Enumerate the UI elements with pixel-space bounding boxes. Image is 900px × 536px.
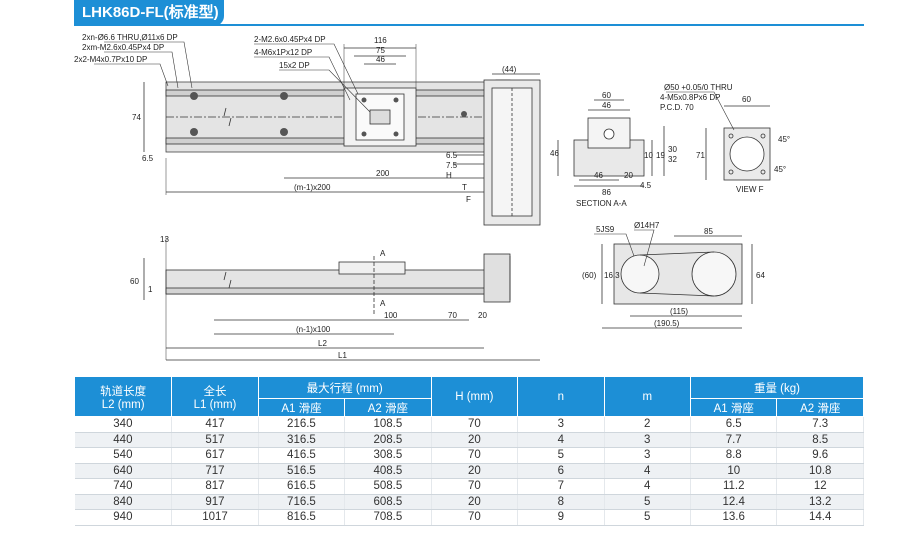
vf-callout-bore: Ø50 +0.05/0 THRU xyxy=(664,83,733,92)
callout-m26: 2xm-M2.6x0.45Px4 DP xyxy=(82,43,164,52)
dim-74: 74 xyxy=(132,113,141,122)
sec-b20: 20 xyxy=(624,171,633,180)
ev-callout-key: 5JS9 xyxy=(596,225,615,234)
col-stroke: 最大行程 (mm) xyxy=(257,376,432,399)
sec-w46: 46 xyxy=(602,101,611,110)
sec-r19: 19 xyxy=(656,151,665,160)
side-l2: L2 xyxy=(318,339,327,348)
side-d70: 70 xyxy=(448,311,457,320)
side-dn: (n-1)x100 xyxy=(296,325,331,334)
col-weight: 重量 (kg) xyxy=(689,376,865,399)
col-weight-a1: A1 滑座 xyxy=(689,398,778,417)
col-h: H (mm) xyxy=(430,376,519,417)
sec-b45: 4.5 xyxy=(640,181,652,190)
side-sec-a-top: A xyxy=(380,249,386,258)
technical-drawing: 2xn-Ø6.6 THRU,Ø11x6 DP 2xm-M2.6x0.45Px4 … xyxy=(74,30,864,370)
sec-r10: 10 xyxy=(644,151,653,160)
dim-44: (44) xyxy=(502,65,517,74)
product-title: LHK86D-FL(标准型) xyxy=(74,0,224,26)
vf-callout-m5: 4-M5x0.8Px6 DP xyxy=(660,93,720,102)
sec-b86: 86 xyxy=(602,188,611,197)
title-underline xyxy=(74,24,864,26)
ev-d115: (115) xyxy=(670,307,688,316)
callout-15x2: 15x2 DP xyxy=(279,61,310,70)
sec-r30: 30 xyxy=(668,145,677,154)
vf-w60: 60 xyxy=(742,95,751,104)
dim-116: 116 xyxy=(374,36,387,45)
side-d20: 20 xyxy=(478,311,487,320)
side-l1: L1 xyxy=(338,351,347,360)
ev-d85: 85 xyxy=(704,227,713,236)
dim-pitch: (m-1)x200 xyxy=(294,183,331,192)
callout-holes: 2xn-Ø6.6 THRU,Ø11x6 DP xyxy=(82,33,178,42)
vf-callout-pcd: P.C.D. 70 xyxy=(660,103,694,112)
ev-d60: (60) xyxy=(582,271,597,280)
dim-46: 46 xyxy=(376,55,385,64)
col-stroke-a2: A2 滑座 xyxy=(344,398,432,417)
ev-d1905: (190.5) xyxy=(654,319,680,328)
end-view-pulley-right xyxy=(691,251,737,297)
col-m: m xyxy=(603,376,691,417)
side-d1: 1 xyxy=(148,285,153,294)
side-sec-a-bottom: A xyxy=(380,299,386,308)
sec-w60: 60 xyxy=(602,91,611,100)
ev-callout-bore: Ø14H7 xyxy=(634,221,660,230)
side-view-motor xyxy=(483,253,511,303)
side-d100: 100 xyxy=(384,311,398,320)
col-n: n xyxy=(517,376,605,417)
side-d60: 60 xyxy=(130,277,139,286)
dim-f: F xyxy=(466,195,471,204)
side-view-carriage xyxy=(338,261,406,275)
col-stroke-a1: A1 滑座 xyxy=(257,398,346,417)
sec-b46: 46 xyxy=(594,171,603,180)
ev-d163: 16.3 xyxy=(604,271,620,280)
dim-6-5-right: 6.5 xyxy=(446,151,458,160)
col-weight-a2: A2 滑座 xyxy=(776,398,864,417)
sec-r32: 32 xyxy=(668,155,677,164)
side-d13: 13 xyxy=(160,235,169,244)
dim-7-5: 7.5 xyxy=(446,161,458,170)
dim-75: 75 xyxy=(376,46,385,55)
dim-h: H xyxy=(446,171,452,180)
dim-t: T xyxy=(462,183,467,192)
section-aa-label: SECTION A-A xyxy=(576,199,627,208)
vf-a45a: 45° xyxy=(778,135,790,144)
sec-h46: 46 xyxy=(550,149,559,158)
dim-6-5-left: 6.5 xyxy=(142,154,154,163)
ev-d64: 64 xyxy=(756,271,765,280)
callout-m4: 2x2-M4x0.7Px10 DP xyxy=(74,55,147,64)
view-f-bore xyxy=(729,136,765,172)
vf-h71: 71 xyxy=(696,151,705,160)
view-f-label: VIEW F xyxy=(736,185,764,194)
callout-carriage-m26: 2-M2.6x0.45Px4 DP xyxy=(254,35,326,44)
end-view-pulley-left xyxy=(620,254,660,294)
dim-200: 200 xyxy=(376,169,390,178)
vf-a45b: 45° xyxy=(774,165,786,174)
drawing-svg: 2xn-Ø6.6 THRU,Ø11x6 DP 2xm-M2.6x0.45Px4 … xyxy=(74,33,790,361)
callout-m6: 4-M6x1Px12 DP xyxy=(254,48,312,57)
